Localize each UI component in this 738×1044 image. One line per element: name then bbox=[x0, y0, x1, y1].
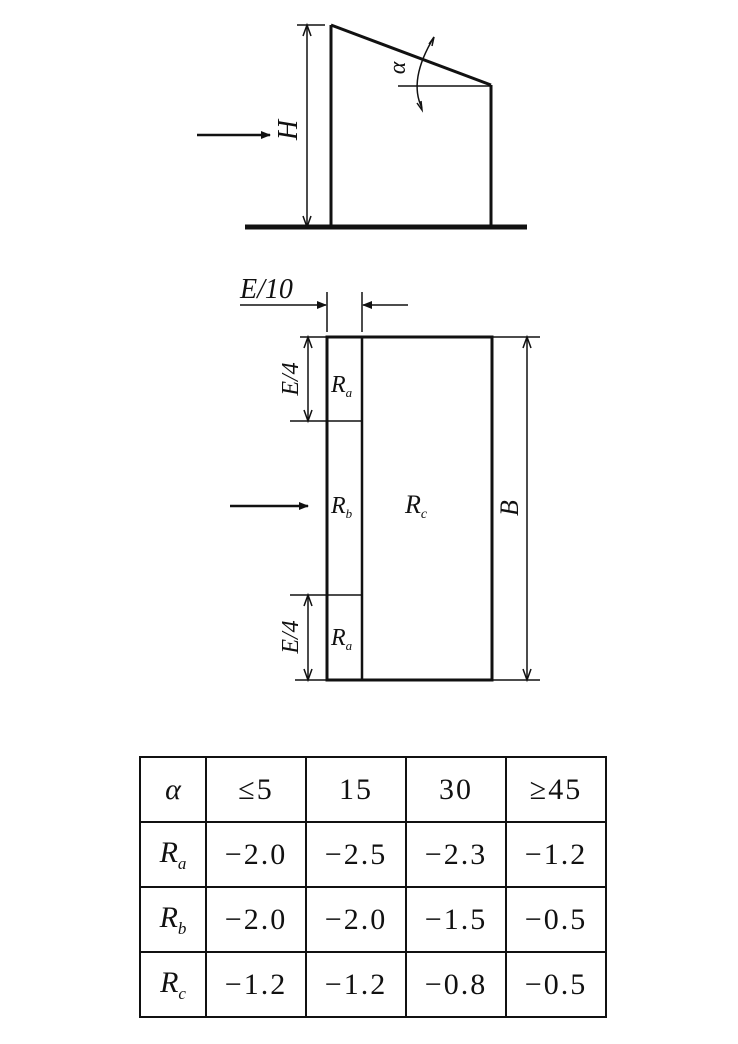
zone-a-top-label: Ra bbox=[330, 372, 353, 400]
table-cell: −2.0 bbox=[205, 886, 307, 953]
pressure-coefficient-table: α ≤5 15 30 ≥45 Ra −2.0 −2.5 −2.3 −1.2 Rb… bbox=[139, 756, 607, 1018]
table-header-cell: ≥45 bbox=[505, 756, 607, 823]
table-cell: −2.0 bbox=[305, 886, 407, 953]
table-header-cell: ≤5 bbox=[205, 756, 307, 823]
corner-length-label-top: E/4 bbox=[278, 362, 304, 396]
wind-load-diagram: H α E/10 E/4 E/4 B Ra Rb Ra bbox=[197, 22, 540, 683]
edge-strip-label: E/10 bbox=[239, 274, 293, 305]
row-label: Ra bbox=[139, 821, 207, 888]
table-cell: −0.8 bbox=[405, 951, 507, 1018]
table-cell: −2.3 bbox=[405, 821, 507, 888]
table-row: Rb −2.0 −2.0 −1.5 −0.5 bbox=[139, 886, 607, 953]
table-cell: −0.5 bbox=[505, 886, 607, 953]
table-header-row: α ≤5 15 30 ≥45 bbox=[139, 756, 607, 823]
sloped-roof bbox=[330, 23, 492, 87]
angle-label: α bbox=[385, 61, 411, 74]
table-cell: −1.2 bbox=[305, 951, 407, 1018]
height-label: H bbox=[273, 118, 304, 141]
table-header-cell: 30 bbox=[405, 756, 507, 823]
table-cell: −0.5 bbox=[505, 951, 607, 1018]
plan-view bbox=[230, 292, 540, 683]
table-row: Rc −1.2 −1.2 −0.8 −0.5 bbox=[139, 951, 607, 1018]
zone-b-label: Rb bbox=[330, 493, 353, 521]
table-cell: −1.5 bbox=[405, 886, 507, 953]
elevation-view bbox=[197, 22, 527, 230]
row-label: Rc bbox=[139, 951, 207, 1018]
angle-arc bbox=[416, 36, 435, 109]
zone-c-label: Rc bbox=[404, 490, 428, 522]
table-cell: −1.2 bbox=[205, 951, 307, 1018]
plan-outline bbox=[325, 335, 494, 682]
zone-a-bottom-label: Ra bbox=[330, 625, 353, 653]
table-cell: −2.5 bbox=[305, 821, 407, 888]
row-label: Rb bbox=[139, 886, 207, 953]
table-cell: −2.0 bbox=[205, 821, 307, 888]
table-header-cell: α bbox=[139, 756, 207, 823]
table-header-cell: 15 bbox=[305, 756, 407, 823]
width-label: B bbox=[495, 500, 524, 516]
table-row: Ra −2.0 −2.5 −2.3 −1.2 bbox=[139, 821, 607, 888]
corner-length-label-bottom: E/4 bbox=[278, 620, 304, 654]
table-cell: −1.2 bbox=[505, 821, 607, 888]
